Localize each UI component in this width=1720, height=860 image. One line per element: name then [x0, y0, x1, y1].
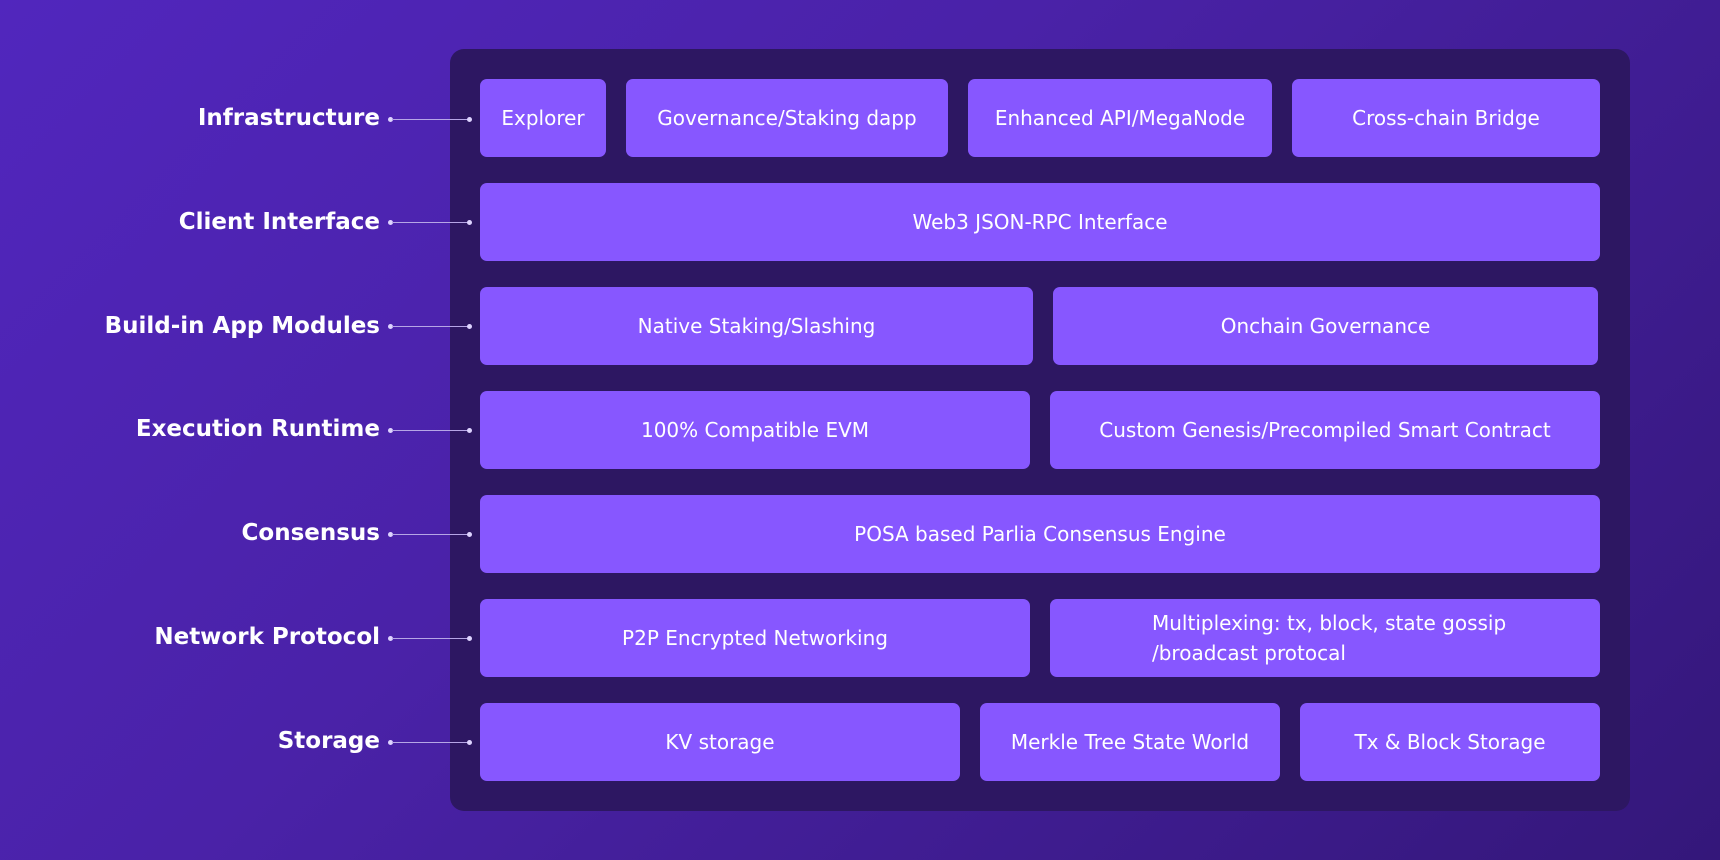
connector-storage	[388, 740, 472, 745]
box-parlia-consensus-engine: POSA based Parlia Consensus Engine	[480, 495, 1600, 573]
connector-app-modules	[388, 324, 472, 329]
box-onchain-governance: Onchain Governance	[1053, 287, 1598, 365]
box-web3-json-rpc-interface: Web3 JSON-RPC Interface	[480, 183, 1600, 261]
layer-label-consensus: Consensus	[241, 520, 380, 546]
connector-execution-runtime	[388, 428, 472, 433]
layer-label-infrastructure: Infrastructure	[197, 105, 380, 131]
connector-infrastructure	[388, 117, 472, 122]
layer-label-storage: Storage	[277, 728, 380, 754]
box-custom-genesis-precompiled: Custom Genesis/Precompiled Smart Contrac…	[1050, 391, 1600, 469]
layer-label-client-interface: Client Interface	[178, 209, 380, 235]
box-cross-chain-bridge: Cross-chain Bridge	[1292, 79, 1600, 157]
box-compatible-evm: 100% Compatible EVM	[480, 391, 1030, 469]
connector-network-protocol	[388, 636, 472, 641]
connector-consensus	[388, 532, 472, 537]
layer-label-network-protocol: Network Protocol	[154, 624, 380, 650]
box-native-staking-slashing: Native Staking/Slashing	[480, 287, 1033, 365]
box-merkle-tree-state-world: Merkle Tree State World	[980, 703, 1280, 781]
box-governance-staking-dapp: Governance/Staking dapp	[626, 79, 948, 157]
box-explorer: Explorer	[480, 79, 606, 157]
box-tx-block-storage: Tx & Block Storage	[1300, 703, 1600, 781]
box-kv-storage: KV storage	[480, 703, 960, 781]
layer-label-app-modules: Build-in App Modules	[104, 313, 380, 339]
box-enhanced-api-meganode: Enhanced API/MegaNode	[968, 79, 1272, 157]
layer-label-execution-runtime: Execution Runtime	[135, 416, 380, 442]
box-multiplexing-protocol: Multiplexing: tx, block, state gossip /b…	[1050, 599, 1600, 677]
connector-client-interface	[388, 220, 472, 225]
box-p2p-encrypted-networking: P2P Encrypted Networking	[480, 599, 1030, 677]
